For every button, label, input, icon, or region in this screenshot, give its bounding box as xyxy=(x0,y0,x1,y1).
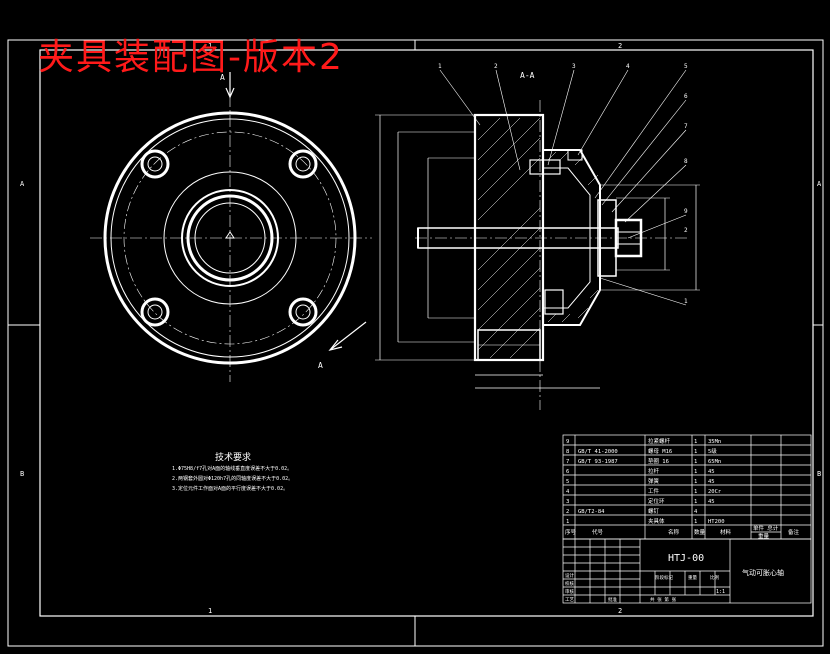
bom-cell: 45 xyxy=(708,469,715,475)
bom-header-weight: 重量 xyxy=(758,532,770,540)
overlay-title: 夹具装配图-版本2 xyxy=(38,37,344,78)
tech-requirement-2: 2.两钢套外圆对Φ120h7孔的同轴度误差不大于0.02。 xyxy=(172,475,293,482)
bom-cell: 工件 xyxy=(648,487,660,495)
bom-cell: 1 xyxy=(694,469,697,475)
role-design: 设计 xyxy=(565,572,574,579)
bom-cell: 1 xyxy=(694,499,697,505)
balloon-1: 1 xyxy=(438,63,442,70)
balloon-11: 2 xyxy=(684,227,688,234)
role-review: 审核 xyxy=(565,588,574,595)
bom-cell: 1 xyxy=(694,459,697,465)
bom-header-cell: 材料 xyxy=(720,528,732,536)
bom-text: 9 拉紧螺杆 1 35Mn 8 GB/T 41-2000 螺母 M16 1 5级 7 GB/T 93… xyxy=(565,437,800,540)
balloon-4: 4 xyxy=(626,63,630,70)
tech-requirement-1: 1.Φ75H8/f7孔对A面的轴线垂直度误差不大于0.02。 xyxy=(172,465,292,472)
bom-cell: 3 xyxy=(566,499,569,505)
bom-cell: HT200 xyxy=(708,519,725,525)
view-arrow-label-bottom: A xyxy=(318,361,323,370)
bom-header-cell: 序号 xyxy=(565,528,577,536)
zone-number-top-left: 1 xyxy=(208,42,212,50)
stage-label: 阶段标记 xyxy=(655,574,673,581)
balloon-10: 1 xyxy=(684,298,688,305)
balloon-7: 7 xyxy=(684,123,688,130)
bom-table xyxy=(562,434,812,540)
bom-cell: 螺母 M16 xyxy=(648,447,672,455)
bolt-hole-bottom-right xyxy=(288,297,318,327)
bom-cell: GB/T 93-1987 xyxy=(578,459,618,465)
end-view xyxy=(90,72,372,382)
bom-cell: 弹簧 xyxy=(648,477,660,485)
bolt-hole-bottom-left xyxy=(140,297,170,327)
balloon-2: 2 xyxy=(494,63,498,70)
bom-cell: 45 xyxy=(708,499,715,505)
bom-header-cell: 代号 xyxy=(592,528,604,536)
zone-letter-left-bottom: B xyxy=(20,470,24,478)
sheet-label: 共 张 第 张 xyxy=(650,596,677,603)
bom-cell: 垫圈 16 xyxy=(648,457,669,465)
scale-value: 1:1 xyxy=(716,589,725,595)
bom-cell: 1 xyxy=(694,439,697,445)
bom-cell: 20Cr xyxy=(708,489,722,495)
bom-cell: 4 xyxy=(694,509,698,515)
weight-label: 重量 xyxy=(688,574,697,581)
bom-cell: 5 xyxy=(566,479,569,485)
role-process: 工艺 xyxy=(565,597,574,603)
tech-requirements-title: 技术要求 xyxy=(215,451,251,463)
part-name: 气动可胀心轴 xyxy=(742,568,784,577)
bom-header-cell: 备注 xyxy=(788,528,800,536)
bolt-hole-top-right xyxy=(288,149,318,179)
bom-cell: 45 xyxy=(708,479,715,485)
bom-cell: 拉紧螺杆 xyxy=(648,437,671,445)
bom-cell: GB/T2-84 xyxy=(578,509,605,515)
bom-cell: 8 xyxy=(566,449,569,455)
bom-header-cell: 单件 总计 xyxy=(753,524,779,532)
balloon-5: 5 xyxy=(684,63,688,70)
role-approve: 批准 xyxy=(608,596,617,603)
zone-number-bottom-right: 2 xyxy=(618,607,622,615)
drawing-number: HTJ-00 xyxy=(668,553,704,564)
bom-cell: 夹具体 xyxy=(648,517,665,525)
bom-cell: 1 xyxy=(566,519,569,525)
tech-requirement-3: 3.定位元件工作面对A面的平行度误差不大于0.02。 xyxy=(172,485,288,492)
bom-cell: 1 xyxy=(694,479,697,485)
bom-cell: 1 xyxy=(694,449,697,455)
zone-markers: A A B B 1 2 1 2 xyxy=(20,42,822,615)
bom-cell: 6 xyxy=(566,469,569,475)
bom-cell: 拉杆 xyxy=(648,467,660,475)
bom-cell: 1 xyxy=(694,519,697,525)
section-label: A-A xyxy=(520,71,535,80)
bom-cell: 7 xyxy=(566,459,569,465)
scale-label: 比例 xyxy=(710,574,719,581)
bom-cell: 2 xyxy=(566,509,569,515)
zone-letter-right-bottom: B xyxy=(817,470,821,478)
bom-cell: 4 xyxy=(566,489,570,495)
balloon-9: 9 xyxy=(684,208,688,215)
bom-header-cell: 名称 xyxy=(668,528,680,536)
bom-cell: GB/T 41-2000 xyxy=(578,449,618,455)
balloon-8: 8 xyxy=(684,158,688,165)
section-view xyxy=(375,69,700,410)
zone-letter-left-top: A xyxy=(20,180,25,188)
drawing-border xyxy=(7,39,824,647)
bom-cell: 5级 xyxy=(708,447,717,455)
view-arrow-label-top: A xyxy=(220,73,225,82)
bom-cell: 1 xyxy=(694,489,697,495)
balloon-3: 3 xyxy=(572,63,576,70)
bom-cell: 定位环 xyxy=(648,497,665,505)
title-block xyxy=(562,538,812,604)
zone-number-bottom-left: 1 xyxy=(208,607,212,615)
zone-number-top-right: 2 xyxy=(618,42,622,50)
balloon-6: 6 xyxy=(684,93,688,100)
tech-requirements: 技术要求 1.Φ75H8/f7孔对A面的轴线垂直度误差不大于0.02。 2.两钢… xyxy=(172,451,293,492)
title-block-text: HTJ-00 气动可胀心轴 1:1 阶段标记 重量 比例 共 张 第 张 设计 … xyxy=(565,553,784,603)
role-check: 校核 xyxy=(565,580,574,587)
bom-header-cell: 数量 xyxy=(694,528,706,536)
zone-letter-right-top: A xyxy=(817,180,822,188)
bom-cell: 9 xyxy=(566,439,569,445)
bom-cell: 螺钉 xyxy=(648,507,660,515)
bom-cell: 65Mn xyxy=(708,459,721,465)
bom-cell: 35Mn xyxy=(708,439,721,445)
bolt-hole-top-left xyxy=(140,149,170,179)
